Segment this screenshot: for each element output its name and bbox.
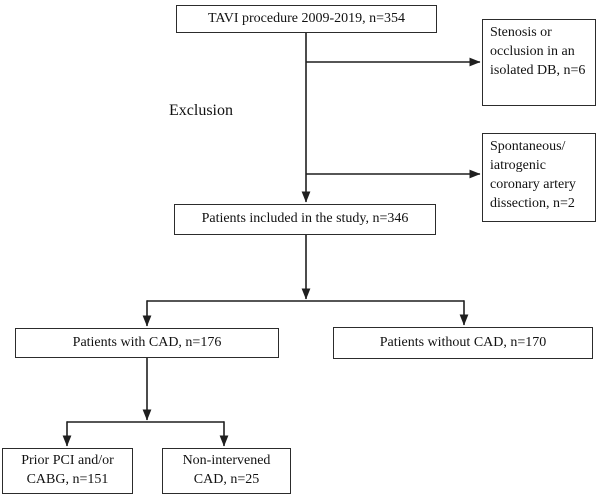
node-exclusion-dissection: Spontaneous/ iatrogenic coronary artery … xyxy=(482,133,596,222)
node-non-intervened-cad: Non-intervened CAD, n=25 xyxy=(162,448,291,494)
node-prior-pci-cabg: Prior PCI and/or CABG, n=151 xyxy=(2,448,133,494)
exclusion-label: Exclusion xyxy=(169,102,233,119)
node-exclusion-stenosis: Stenosis or occlusion in an isolated DB,… xyxy=(482,19,596,106)
node-patients-with-cad: Patients with CAD, n=176 xyxy=(15,328,279,358)
node-tavi-procedure: TAVI procedure 2009-2019, n=354 xyxy=(176,5,437,33)
node-patients-included: Patients included in the study, n=346 xyxy=(174,204,436,235)
node-patients-without-cad: Patients without CAD, n=170 xyxy=(333,327,593,359)
